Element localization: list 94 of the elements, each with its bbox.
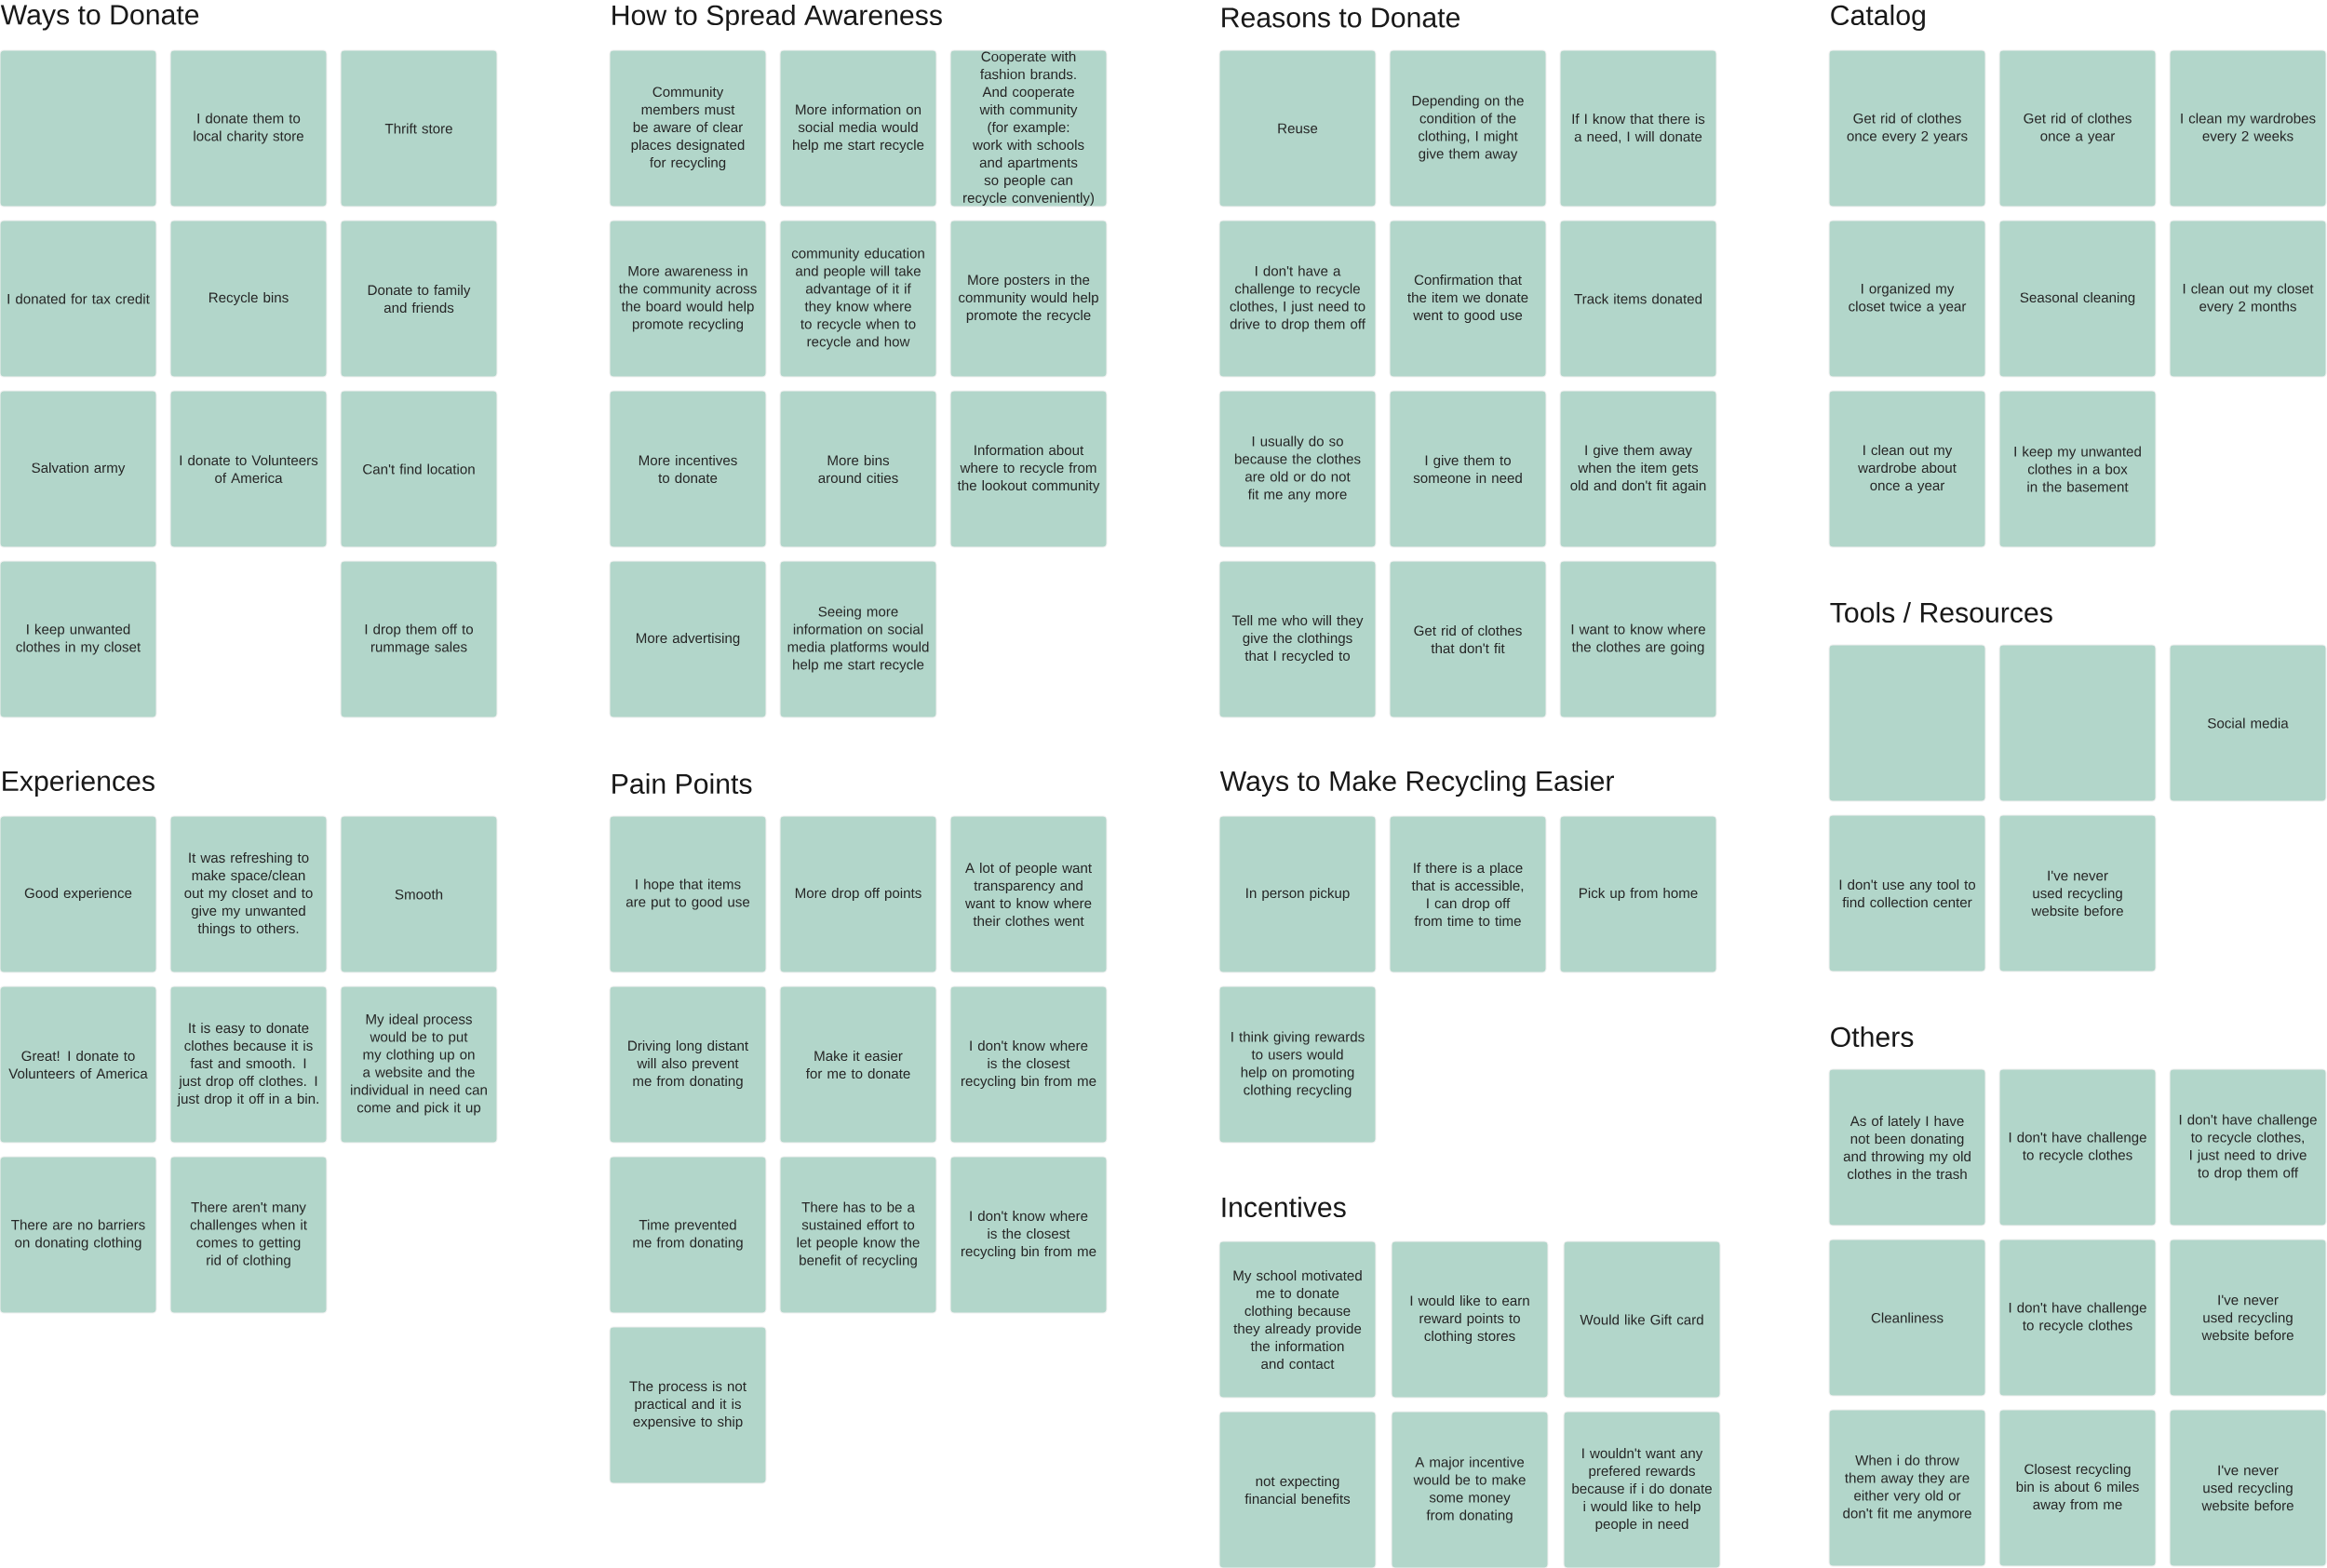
sticky-note: I donate them to local charity store <box>169 49 328 208</box>
sticky-note: Can't find location <box>340 390 498 548</box>
sticky-note: Information about where to recycle from the lookout community <box>949 390 1108 548</box>
sticky-note: I've never used recycling website before <box>2169 1409 2327 1567</box>
sticky-note: I clean my wardrobes every 2 weeks <box>2169 49 2327 208</box>
sticky-note: I clean out my wardrobe about once a year <box>1828 390 1986 548</box>
sticky-note: I give them away when the item gets old and don't fit again <box>1559 390 1717 548</box>
sticky-note: Recycle bins <box>169 220 328 378</box>
section-heading: Pain Points <box>612 772 752 795</box>
sticky-note: Get rid of clothes that don't fit <box>1389 560 1547 718</box>
sticky-note: If I know that there is a need, I will donate <box>1559 49 1717 208</box>
sticky-note: Reuse <box>1218 49 1377 208</box>
sticky-note <box>1828 644 1986 802</box>
sticky-note: Track items donated <box>1559 220 1717 378</box>
sticky-note: Make it easier for me to donate <box>779 985 937 1144</box>
sticky-note: Community members must be aware of clear places designated for recycling <box>609 49 767 208</box>
sticky-note: There aren't many challenges when it comes to getting rid of clothing <box>169 1156 328 1314</box>
sticky-note: I keep my unwanted clothes in a box in the basement <box>1998 390 2157 548</box>
section-heading: Reasons to Donate <box>1222 7 1460 28</box>
sticky-note: Would like Gift card <box>1563 1240 1721 1399</box>
sticky-note: More bins around cities <box>779 390 937 548</box>
sticky-note: Driving long distant will also prevent me from donating <box>609 985 767 1144</box>
sticky-note: Cooperate with fashion brands. And cooperate with community (for example: work with schools and apartments so people can recycle conveniently) <box>949 49 1108 208</box>
sticky-note: Pick up from home <box>1559 815 1717 973</box>
sticky-note: I don't have challenge to recycle clothes <box>1998 1239 2157 1397</box>
sticky-note: I organized my closet twice a year <box>1828 220 1986 378</box>
sticky-note: Seeing more information on social media platforms would help me start recycle <box>779 560 937 718</box>
section-heading: Tools / Resources <box>1830 601 2052 623</box>
sticky-note: It was refreshing to make space/clean out my closet and to give my unwanted things to others. <box>169 815 328 973</box>
sticky-note: More drop off points <box>779 815 937 973</box>
sticky-note: More posters in the community would help promote the recycle <box>949 220 1108 378</box>
sticky-note: I would like to earn reward points to clothing stores <box>1391 1240 1549 1399</box>
sticky-note: I clean out my closet every 2 months <box>2169 220 2327 378</box>
sticky-note: I've never used recycling website before <box>2169 1239 2327 1397</box>
section-heading: Others <box>1831 1025 1914 1048</box>
sticky-note: Closest recycling bin is about 6 miles away from me <box>1998 1409 2157 1567</box>
section-heading: Ways to Donate <box>0 5 199 31</box>
sticky-note: Depending on the condition of the clothing, I might give them away <box>1389 49 1547 208</box>
sticky-note: I don't know where is the closest recycling bin from me <box>949 985 1108 1144</box>
sticky-note: I don't have challenge to recycle clothes <box>1998 1068 2157 1226</box>
sticky-note: I drop them off to rummage sales <box>340 560 498 718</box>
sticky-note: When i do throw them away they are either very old or don't fit me anymore <box>1828 1409 1986 1567</box>
sticky-note: not expecting financial benefits <box>1218 1411 1377 1568</box>
sticky-note: More advertising <box>609 560 767 718</box>
sticky-note <box>1998 644 2157 802</box>
section-heading: Ways to Make Recycling Easier <box>1219 770 1614 797</box>
sticky-note: I've never used recycling website before <box>1998 814 2157 972</box>
sticky-note: I keep unwanted clothes in my closet <box>0 560 157 718</box>
sticky-note: Get rid of clothes once a year <box>1998 49 2157 208</box>
section-heading: Incentives <box>1222 1196 1346 1218</box>
sticky-note: I donated for tax credit <box>0 220 157 378</box>
sticky-note: More awareness in the community across the board would help promote recycling <box>609 220 767 378</box>
sticky-note: Time prevented me from donating <box>609 1156 767 1314</box>
sticky-note: I wouldn't want any prefered rewards because if i do donate i would like to help people in need <box>1563 1411 1721 1568</box>
sticky-note: There has to be a sustained effort to let people know the benefit of recycling <box>779 1156 937 1314</box>
sticky-note: Donate to family and friends <box>340 220 498 378</box>
sticky-note: A major incentive would be to make some money from donating <box>1391 1411 1549 1568</box>
sticky-note: Smooth <box>340 815 498 973</box>
sticky-note: I donate to Volunteers of America <box>169 390 328 548</box>
sticky-note: There are no barriers on donating clothing <box>0 1156 157 1314</box>
section-heading: Experiences <box>3 770 155 797</box>
sticky-note: Good experience <box>0 815 157 973</box>
sticky-note: I don't know where is the closest recycling bin from me <box>949 1156 1108 1314</box>
sticky-note: My ideal process would be to put my clothing up on a website and the individual in need can come and pick it up <box>340 985 498 1144</box>
sticky-note: Confirmation that the item we donate went to good use <box>1389 220 1547 378</box>
sticky-note: If there is a place that is accessible, I can drop off from time to time <box>1389 815 1547 973</box>
sticky-note: community education and people will take advantage of it if they know where to recycle when to recycle and how <box>779 220 937 378</box>
sticky-note: Get rid of clothes once every 2 years <box>1828 49 1986 208</box>
sticky-note: Social media <box>2169 644 2327 802</box>
sticky-note: It is easy to donate clothes because it is fast and smooth. I just drop off clothes. I just drop it off in a bin. <box>169 985 328 1144</box>
sticky-note: The process is not practical and it is expensive to ship <box>609 1326 767 1484</box>
sticky-note: I give them to someone in need <box>1389 390 1547 548</box>
sticky-note: I think giving rewards to users would help on promoting clothing recycling <box>1218 985 1377 1144</box>
sticky-note: I usually do so because the clothes are old or do not fit me any more <box>1218 390 1377 548</box>
sticky-note: As of lately I have not been donating and throwing my old clothes in the trash <box>1828 1068 1986 1226</box>
sticky-note: Great! I donate to Volunteers of America <box>0 985 157 1144</box>
sticky-note: In person pickup <box>1218 815 1377 973</box>
sticky-note: Tell me who will they give the clothings that I recycled to <box>1218 560 1377 718</box>
sticky-note <box>0 49 157 208</box>
section-heading: How to Spread Awareness <box>612 4 942 32</box>
sticky-note: More incentives to donate <box>609 390 767 548</box>
section-heading: Catalog <box>1831 4 1925 32</box>
sticky-note: My school motivated me to donate clothing because they already provide the information and contact <box>1218 1240 1377 1399</box>
sticky-note: Thrift store <box>340 49 498 208</box>
sticky-note: More information on social media would help me start recycle <box>779 49 937 208</box>
sticky-note: Salvation army <box>0 390 157 548</box>
sticky-note: I don't have a challenge to recycle clothes, I just need to drive to drop them off <box>1218 220 1377 378</box>
sticky-note: I don't use any tool to find collection center <box>1828 814 1986 972</box>
sticky-note: A lot of people want transparency and want to know where their clothes went <box>949 815 1108 973</box>
sticky-note: Seasonal cleaning <box>1998 220 2157 378</box>
sticky-note: I don't have challenge to recycle clothes, I just need to drive to drop them off <box>2169 1068 2327 1226</box>
sticky-note: I hope that items are put to good use <box>609 815 767 973</box>
sticky-note: Cleanliness <box>1828 1239 1986 1397</box>
sticky-note: I want to know where the clothes are going <box>1559 560 1717 718</box>
